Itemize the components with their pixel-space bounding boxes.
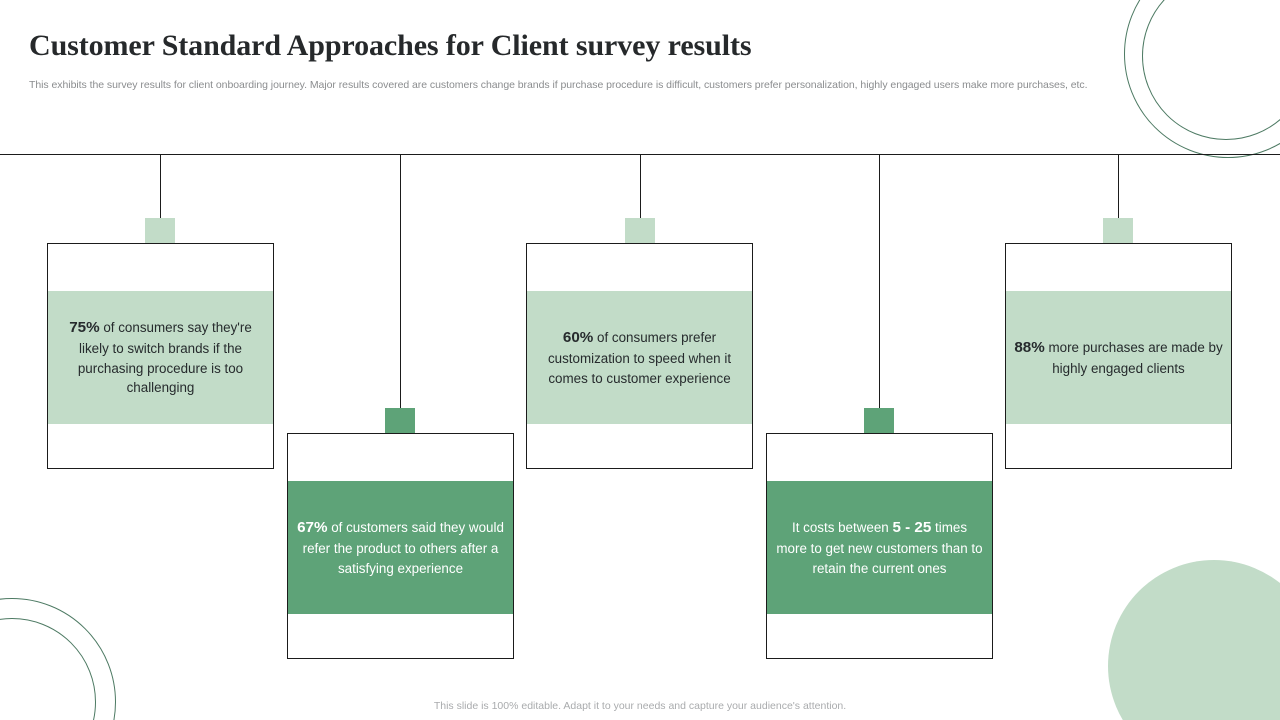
- stat-card-1-description: of consumers say they're likely to switc…: [77, 320, 252, 396]
- stat-card-3-band: 60% of consumers prefer customization to…: [527, 291, 752, 424]
- footer-note: This slide is 100% editable. Adapt it to…: [433, 700, 847, 712]
- connector-stem-4: [879, 154, 880, 408]
- stat-card-5-text: 88% more purchases are made by highly en…: [1014, 337, 1223, 378]
- decorative-ring-outer-top-right: [1124, 0, 1280, 158]
- stat-card-1-value: 75%: [69, 319, 100, 337]
- connector-stem-5: [1118, 154, 1119, 218]
- page-subtitle: This exhibits the survey results for cli…: [29, 79, 1088, 91]
- stat-card-5-value: 88%: [1014, 338, 1045, 356]
- stat-card-3-value: 60%: [562, 329, 594, 347]
- stat-card-2-value: 67%: [297, 519, 328, 537]
- connector-tab-1: [145, 218, 175, 245]
- stat-card-4-prefix: It costs between: [791, 520, 893, 536]
- stat-card-1[interactable]: 75% of consumers say they're likely to s…: [47, 243, 274, 469]
- connector-stem-2: [400, 154, 401, 408]
- connector-tab-5: [1103, 218, 1133, 245]
- stat-card-3-text: 60% of consumers prefer customization to…: [535, 327, 744, 388]
- stat-card-1-text: 75% of consumers say they're likely to s…: [56, 317, 265, 397]
- decorative-ring-inner-top-right: [1142, 0, 1280, 140]
- stat-card-5[interactable]: 88% more purchases are made by highly en…: [1005, 243, 1232, 469]
- connector-tab-4: [864, 408, 894, 435]
- stat-card-4-text: It costs between 5 - 25 times more to ge…: [775, 517, 984, 578]
- stat-card-2-band: 67% of customers said they would refer t…: [288, 481, 513, 614]
- stat-card-5-description: more purchases are made by highly engage…: [1044, 339, 1223, 376]
- page-title: Customer Standard Approaches for Client …: [29, 29, 752, 62]
- stat-card-2[interactable]: 67% of customers said they would refer t…: [287, 433, 514, 659]
- stat-card-4-band: It costs between 5 - 25 times more to ge…: [767, 481, 992, 614]
- stat-card-4[interactable]: It costs between 5 - 25 times more to ge…: [766, 433, 993, 659]
- stat-card-2-description: of customers said they would refer the p…: [302, 520, 504, 576]
- stat-card-4-value: 5 - 25: [892, 519, 932, 537]
- stat-card-3[interactable]: 60% of consumers prefer customization to…: [526, 243, 753, 469]
- stat-card-2-text: 67% of customers said they would refer t…: [296, 517, 505, 578]
- stat-card-4-description: times more to get new customers than to …: [776, 520, 983, 576]
- connector-stem-1: [160, 154, 161, 218]
- decorative-circle-bottom-right: [1108, 560, 1280, 720]
- stat-card-5-band: 88% more purchases are made by highly en…: [1006, 291, 1231, 424]
- connector-tab-2: [385, 408, 415, 435]
- connector-stem-3: [640, 154, 641, 218]
- connector-tab-3: [625, 218, 655, 245]
- stat-card-1-band: 75% of consumers say they're likely to s…: [48, 291, 273, 424]
- stat-card-3-description: of consumers prefer customization to spe…: [547, 330, 732, 386]
